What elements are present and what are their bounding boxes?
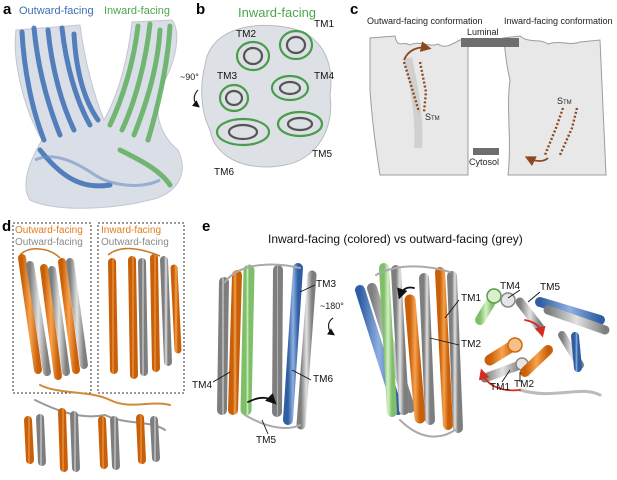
panel-b-tm6: TM6 bbox=[214, 167, 234, 178]
panel-a-outward-label: Outward-facing bbox=[19, 5, 94, 17]
panel-c-right-path bbox=[543, 107, 565, 156]
panel-a-inward-helices bbox=[107, 21, 173, 188]
panel-e-red-arrow-bottom bbox=[478, 368, 521, 392]
panel-d bbox=[12, 222, 185, 472]
cytosol-bar bbox=[473, 148, 499, 155]
panel-a-outward-helices bbox=[19, 25, 113, 189]
panel-d-right-colored: Inward-facing bbox=[101, 225, 162, 236]
panel-b-tm2: TM2 bbox=[236, 29, 256, 40]
panel-e-right-tm5: TM5 bbox=[540, 282, 560, 293]
panel-b-tm4: TM4 bbox=[314, 71, 334, 82]
panel-e-right-tm4: TM4 bbox=[500, 281, 520, 292]
panel-b-density bbox=[201, 24, 332, 168]
panel-b bbox=[192, 24, 332, 168]
panel-a bbox=[14, 19, 183, 209]
panel-e-tm3: TM3 bbox=[316, 279, 336, 290]
panel-b-rotate-arrow bbox=[192, 89, 200, 108]
panel-c-right-slab bbox=[502, 35, 607, 176]
panel-a-letter: a bbox=[3, 1, 12, 18]
panel-c-site-right: STM bbox=[557, 96, 572, 107]
panel-b-rotation: ~90° bbox=[180, 72, 199, 82]
panel-e-rotation: ~180° bbox=[320, 301, 344, 311]
panel-c-cytosol: Cytosol bbox=[469, 157, 500, 167]
panel-e-title: Inward-facing (colored) vs outward-facin… bbox=[268, 232, 523, 246]
panel-e-middle-model bbox=[355, 263, 463, 438]
luminal-bar bbox=[461, 38, 519, 47]
panel-b-letter: b bbox=[196, 1, 206, 18]
panel-b-title: Inward-facing bbox=[238, 5, 317, 20]
panel-c-letter: c bbox=[350, 1, 359, 18]
panel-e-mid-tm2: TM2 bbox=[461, 339, 481, 350]
panel-e-red-arrow-top bbox=[524, 319, 546, 338]
panel-e-tm4: TM4 bbox=[192, 380, 212, 391]
leader-lines bbox=[212, 284, 541, 435]
panel-c-inward-label: Inward-facing conformation bbox=[504, 16, 613, 26]
panel-e-right-tm2: TM2 bbox=[514, 379, 534, 390]
panel-c-luminal: Luminal bbox=[467, 27, 499, 37]
panel-c-site-left: STM bbox=[425, 112, 440, 123]
panel-e-mid-tm1: TM1 bbox=[461, 293, 481, 304]
panel-e-left-model bbox=[217, 263, 317, 430]
panel-e-right-model bbox=[475, 288, 610, 397]
panel-d-soluble-domain bbox=[24, 384, 171, 472]
panel-b-tm1: TM1 bbox=[314, 19, 334, 30]
panel-d-helices-right bbox=[108, 254, 182, 379]
panel-d-left-grey: Outward-facing bbox=[15, 237, 83, 248]
panel-c-right-arrow bbox=[524, 156, 549, 167]
panel-d-helices-left bbox=[18, 254, 88, 380]
panel-b-tm3: TM3 bbox=[217, 71, 237, 82]
panel-d-letter: d bbox=[2, 218, 12, 235]
panel-c-left-arrow bbox=[403, 41, 432, 61]
panel-e-letter: e bbox=[202, 218, 211, 235]
panel-e-rotate-arrow bbox=[327, 317, 335, 336]
panel-e-tm6: TM6 bbox=[313, 374, 333, 385]
panel-b-helix-rings bbox=[215, 29, 324, 147]
panel-c-outward-label: Outward-facing conformation bbox=[367, 16, 483, 26]
panel-a-inward-label: Inward-facing bbox=[104, 5, 171, 17]
panel-e-tm5: TM5 bbox=[256, 435, 276, 446]
panel-e-right-tm1: TM1 bbox=[490, 382, 510, 393]
panel-d-right-grey: Outward-facing bbox=[101, 237, 169, 248]
panel-b-tm5: TM5 bbox=[312, 149, 332, 160]
panel-c bbox=[369, 35, 607, 176]
panel-d-left-colored: Outward-facing bbox=[15, 225, 83, 236]
